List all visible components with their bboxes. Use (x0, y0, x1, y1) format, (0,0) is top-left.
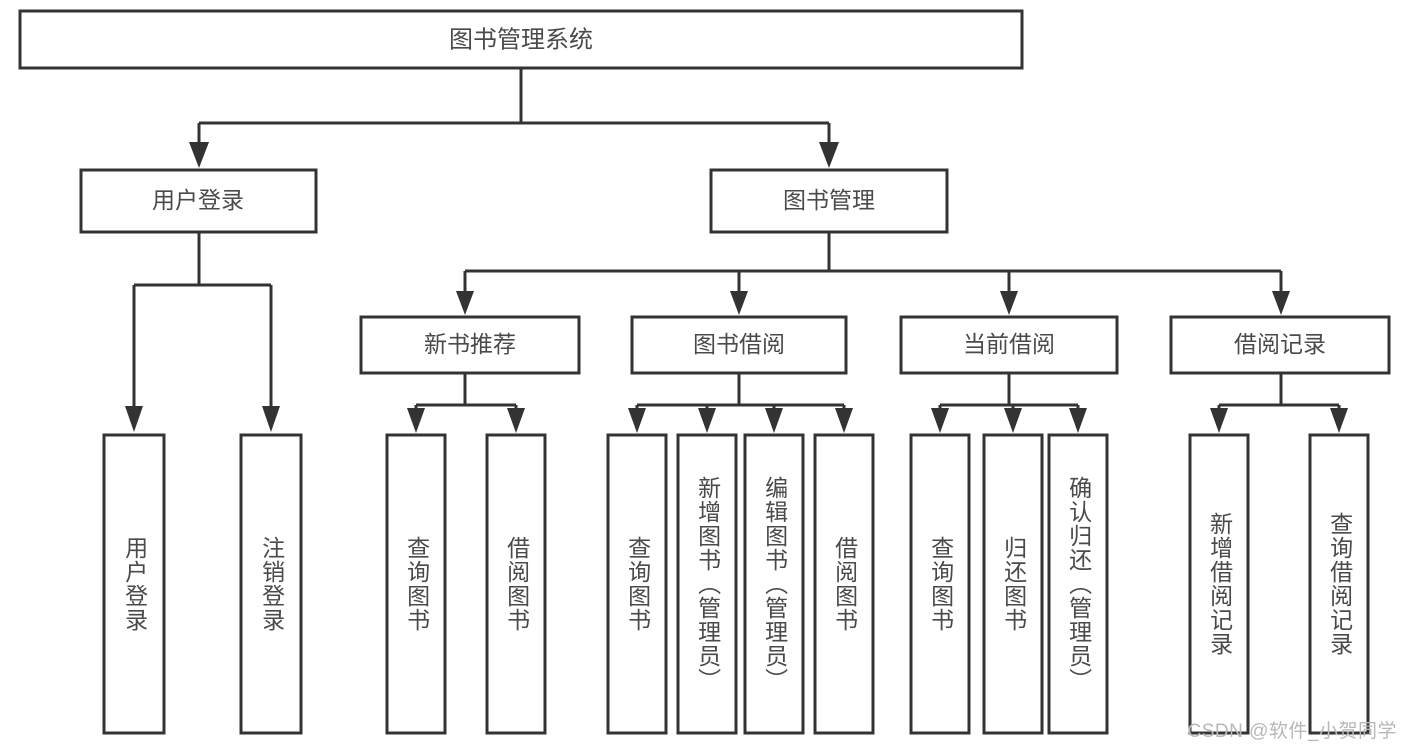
arrow-head-leaf-borrow-book-2 (835, 408, 853, 433)
node-leaf-query-book-2-box[interactable] (606, 433, 668, 735)
node-new-book-recommend[interactable]: 新书推荐 (359, 315, 581, 375)
node-book-borrow[interactable]: 图书借阅 (630, 315, 848, 375)
arrow-head-leaf-return-book (1004, 408, 1022, 433)
node-book-manage-box[interactable] (709, 168, 949, 234)
node-current-borrow[interactable]: 当前借阅 (899, 315, 1119, 375)
node-current-borrow-box[interactable] (899, 315, 1119, 375)
arrow-head-leaf-confirm-return (1069, 408, 1087, 433)
node-book-manage-label: 图书管理 (783, 187, 875, 213)
node-book-borrow-box[interactable] (630, 315, 848, 375)
node-leaf-confirm-return-box[interactable] (1047, 433, 1109, 735)
node-root-label: 图书管理系统 (449, 26, 593, 53)
node-borrow-record[interactable]: 借阅记录 (1169, 315, 1391, 375)
node-borrow-record-box[interactable] (1169, 315, 1391, 375)
arrow-head-book-borrow (730, 291, 748, 315)
node-leaf-logout-box[interactable] (239, 433, 303, 735)
arrow-head-leaf-query-book-3 (931, 408, 949, 433)
arrow-head-leaf-add-book (698, 408, 716, 433)
node-leaf-borrow-book-1-box[interactable] (485, 433, 547, 735)
arrow-head-leaf-add-record (1210, 408, 1228, 433)
arrow-head-leaf-logout (262, 406, 280, 432)
arrow-head-borrow-record (1272, 291, 1290, 315)
arrow-head-leaf-query-book-2 (628, 408, 646, 433)
node-book-manage[interactable]: 图书管理 (709, 168, 949, 234)
node-leaf-borrow-book-2-box[interactable] (813, 433, 875, 735)
node-leaf-add-book-box[interactable] (676, 433, 738, 735)
arrow-head-leaf-query-book-1 (407, 408, 425, 433)
node-leaf-edit-book-box[interactable] (743, 433, 805, 735)
arrow-head-user-login (189, 142, 209, 168)
node-new-book-recommend-label: 新书推荐 (424, 331, 516, 357)
arrow-head-leaf-borrow-book-1 (507, 408, 525, 433)
node-leaf-user-login-box[interactable] (102, 433, 166, 735)
node-leaf-add-record-box[interactable] (1188, 433, 1250, 735)
node-book-borrow-label: 图书借阅 (693, 331, 785, 357)
leaf-box-layer (102, 433, 1370, 735)
arrow-head-leaf-edit-book (765, 408, 783, 433)
node-new-book-recommend-box[interactable] (359, 315, 581, 375)
node-user-login[interactable]: 用户登录 (79, 168, 318, 234)
node-user-login-label: 用户登录 (152, 187, 244, 213)
node-user-login-box[interactable] (79, 168, 318, 234)
arrow-head-new-book-recommend (456, 291, 474, 315)
node-leaf-query-book-1-box[interactable] (385, 433, 447, 735)
node-leaf-return-book-box[interactable] (982, 433, 1044, 735)
arrow-head-current-borrow (1000, 291, 1018, 315)
node-leaf-query-record-box[interactable] (1308, 433, 1370, 735)
node-leaf-query-book-3-box[interactable] (909, 433, 971, 735)
node-root-box[interactable] (18, 9, 1024, 70)
node-root[interactable]: 图书管理系统 (18, 9, 1024, 70)
node-borrow-record-label: 借阅记录 (1234, 331, 1326, 357)
connector-layer (125, 68, 1348, 433)
watermark-text: CSDN @软件_小贺同学 (1187, 721, 1397, 742)
arrow-head-book-manage (819, 142, 839, 168)
arrow-head-leaf-user-login (125, 406, 143, 432)
arrow-head-leaf-query-record (1330, 408, 1348, 433)
node-current-borrow-label: 当前借阅 (963, 331, 1055, 357)
